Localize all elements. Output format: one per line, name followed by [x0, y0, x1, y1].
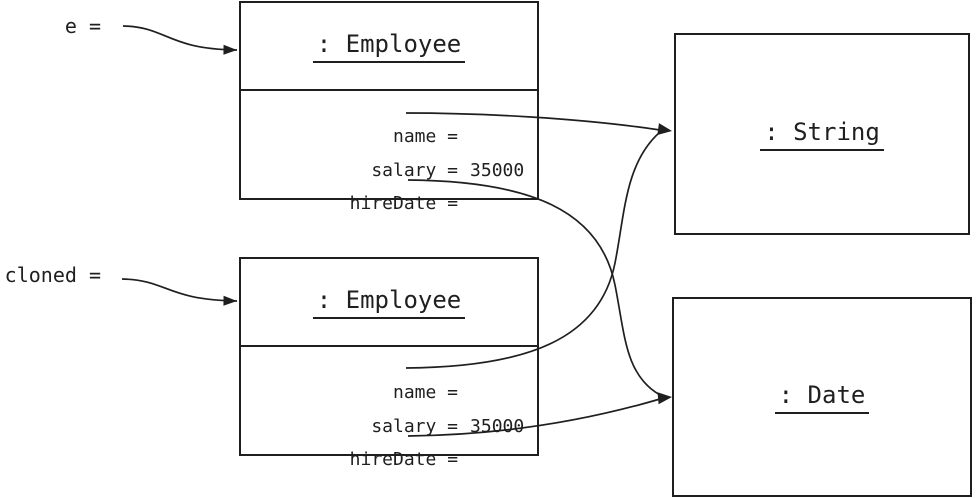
object-header-employee1: : Employee — [241, 3, 537, 91]
arrowhead-icon-date — [657, 392, 672, 405]
field-row-salary: salary =35000 — [241, 135, 537, 181]
object-box-date: : Date — [672, 297, 972, 497]
reference-label-e: e = — [64, 14, 101, 38]
field-row-name: name = — [241, 357, 537, 403]
field-label-hiredate: hireDate = — [349, 449, 459, 470]
object-title-employee1: : Employee — [312, 30, 466, 63]
object-box-employee1: : Employee name = salary =35000 hireDate… — [239, 1, 539, 214]
field-label-hiredate: hireDate = — [349, 193, 459, 214]
field-row-name: name = — [241, 101, 537, 147]
object-box-string: : String — [674, 33, 970, 235]
pointer-arrow-cloned — [121, 278, 238, 306]
object-title-string: : String — [760, 118, 884, 151]
arrowhead-icon-string — [657, 123, 672, 135]
object-title-employee2: : Employee — [312, 286, 466, 319]
object-header-employee2: : Employee — [241, 259, 537, 347]
object-box-employee2: : Employee name = salary =35000 hireDate… — [239, 257, 539, 470]
field-row-hiredate: hireDate = — [241, 168, 537, 214]
object-title-date: : Date — [774, 381, 870, 414]
field-row-hiredate: hireDate = — [241, 424, 537, 470]
reference-label-cloned: cloned = — [4, 263, 101, 287]
pointer-arrow-e — [122, 25, 238, 55]
field-row-salary: salary =35000 — [241, 391, 537, 437]
